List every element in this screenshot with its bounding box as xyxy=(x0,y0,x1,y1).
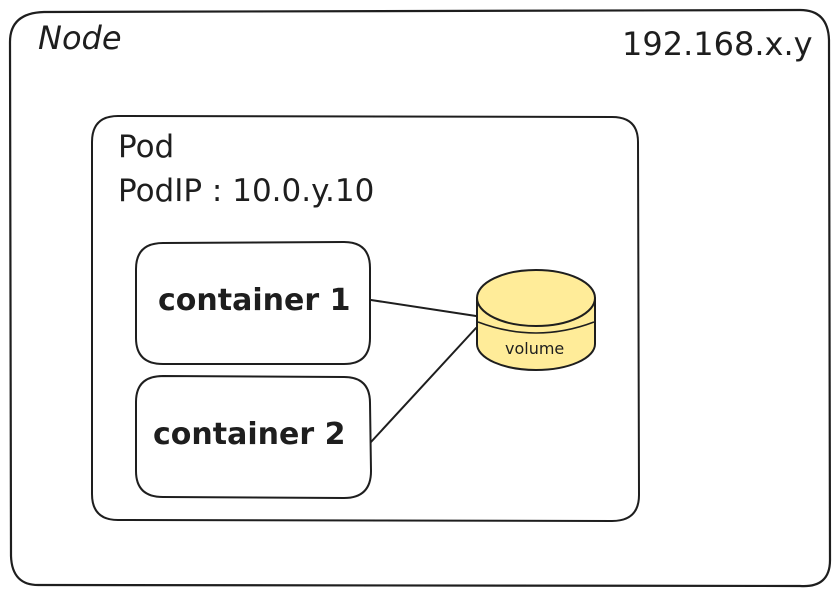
container-1-label: container 1 xyxy=(158,283,351,318)
volume-label: volume xyxy=(505,339,565,358)
volume-cylinder xyxy=(476,269,596,371)
node-title: Node xyxy=(38,19,122,57)
volume-top xyxy=(476,269,596,327)
connector-container-2-volume xyxy=(370,327,477,443)
container-2-box xyxy=(135,375,372,499)
pod-ip-label: PodIP : 10.0.y.10 xyxy=(118,173,375,209)
connector-container-1-volume xyxy=(370,299,477,317)
node-ip-label: 192.168.x.y xyxy=(622,25,813,63)
pod-title: Pod xyxy=(118,129,175,165)
volume-inner-arc xyxy=(477,321,595,334)
pod-box xyxy=(91,115,640,522)
container-1-box xyxy=(135,241,371,365)
node-box xyxy=(8,8,832,588)
container-2-label: container 2 xyxy=(153,417,346,452)
